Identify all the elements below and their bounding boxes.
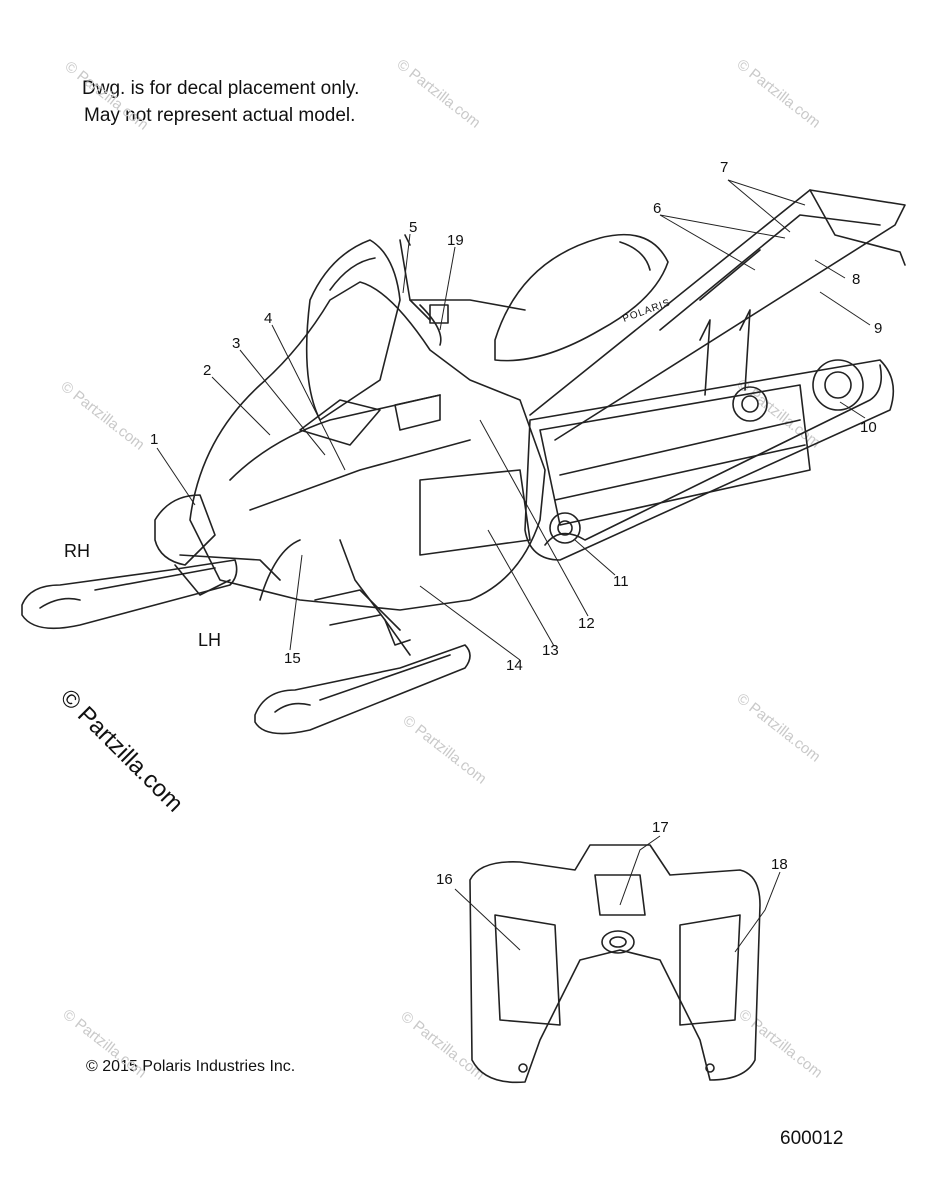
front-bumper	[154, 494, 281, 581]
callout-7: 7	[720, 159, 728, 176]
left-ski	[254, 644, 471, 735]
callout-18: 18	[771, 856, 788, 873]
callout-1: 1	[150, 431, 158, 448]
note-line-2: May not represent actual model.	[84, 105, 356, 126]
callout-4: 4	[264, 310, 272, 327]
drawing-number: 600012	[780, 1128, 844, 1149]
callout-13: 13	[542, 642, 559, 659]
callout-16: 16	[436, 871, 453, 888]
callout-19: 19	[447, 232, 464, 249]
copyright-text: © 2015 Polaris Industries Inc.	[86, 1058, 296, 1075]
belly-pan-inset	[469, 844, 761, 1084]
callout-15: 15	[284, 650, 301, 667]
callout-8: 8	[852, 271, 860, 288]
seat	[494, 233, 669, 362]
callout-12: 12	[578, 615, 595, 632]
hood-body	[189, 281, 546, 611]
callout-3: 3	[232, 335, 240, 352]
tunnel-rails	[529, 189, 906, 441]
track-assembly	[524, 359, 895, 561]
callout-2: 2	[203, 362, 211, 379]
lh-label: LH	[198, 630, 222, 650]
callout-11: 11	[613, 573, 629, 590]
note-line-1: Dwg. is for decal placement only.	[82, 78, 360, 99]
handlebars	[399, 234, 526, 346]
callout-10: 10	[860, 419, 877, 436]
callout-9: 9	[874, 320, 882, 337]
right-ski	[21, 559, 238, 630]
front-suspension	[174, 539, 411, 656]
callout-6: 6	[653, 200, 661, 217]
callout-17: 17	[652, 819, 669, 836]
callout-5: 5	[409, 219, 417, 236]
callout-14: 14	[506, 657, 523, 674]
rh-label: RH	[64, 541, 90, 561]
windshield	[305, 239, 401, 421]
